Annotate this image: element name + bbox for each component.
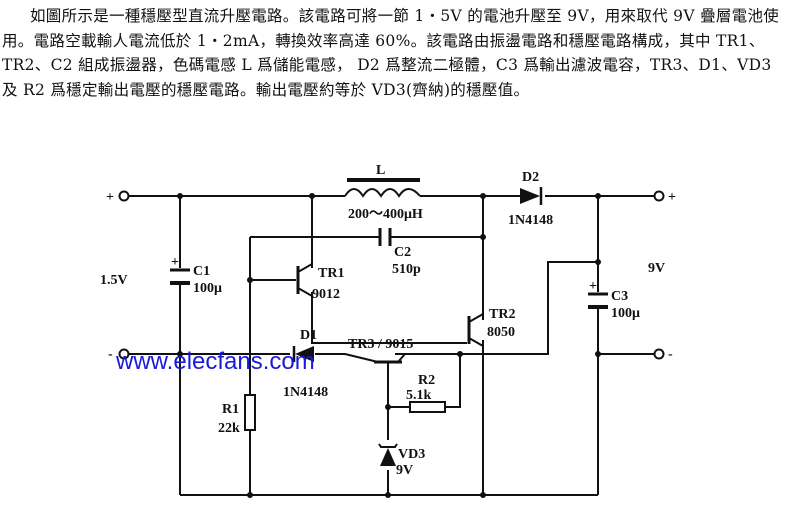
r1-name: R1 xyxy=(222,402,239,417)
r2-name: R2 xyxy=(418,373,435,388)
c3-value: 100μ xyxy=(611,306,640,321)
resistor-R1: R1 22k xyxy=(218,394,256,436)
c1-name: C1 xyxy=(193,264,210,279)
diode-D1: D1 1N4148 xyxy=(283,328,328,400)
output-plus-label: + xyxy=(668,190,676,205)
r1-value: 22k xyxy=(218,421,240,436)
d2-name: D2 xyxy=(522,170,539,185)
tr3-label: TR3 / 9015 xyxy=(348,337,413,352)
inductor-L: L 200～400μH xyxy=(344,163,423,222)
d2-value: 1N4148 xyxy=(508,213,553,228)
resistor-R2: R2 5.1k xyxy=(406,373,446,413)
capacitor-C3: + C3 100μ xyxy=(588,279,640,321)
inductor-value: 200～400μH xyxy=(348,207,423,222)
transistor-TR2: TR2 8050 xyxy=(467,307,515,347)
d1-name: D1 xyxy=(300,328,317,343)
capacitor-C2: C2 510p xyxy=(378,228,421,277)
description-text: 如圖所示是一種穩壓型直流升壓電路。該電路可將一節 1・5V 的電池升壓至 9V，… xyxy=(2,7,780,99)
description-paragraph: 如圖所示是一種穩壓型直流升壓電路。該電路可將一節 1・5V 的電池升壓至 9V，… xyxy=(2,4,784,102)
watermark: www.elecfans.com xyxy=(115,348,315,375)
junction-dots xyxy=(177,193,601,498)
tr2-name: TR2 xyxy=(489,307,515,322)
input-plus-label: + xyxy=(106,190,114,205)
c2-name: C2 xyxy=(394,245,411,260)
svg-text:+: + xyxy=(589,279,597,294)
capacitor-C1: + C1 100μ xyxy=(170,255,222,296)
zener-VD3: VD3 9V xyxy=(378,443,425,478)
tr2-value: 8050 xyxy=(487,325,515,340)
svg-text:+: + xyxy=(171,255,179,270)
r2-value: 5.1k xyxy=(406,388,432,403)
input-voltage-label: 1.5V xyxy=(100,273,128,288)
c3-name: C3 xyxy=(611,289,628,304)
transistor-TR1: TR1 9012 xyxy=(296,263,344,302)
vd3-value: 9V xyxy=(396,463,413,478)
input-minus-label: - xyxy=(108,347,113,362)
tr1-name: TR1 xyxy=(318,266,344,281)
c2-value: 510p xyxy=(392,262,421,277)
terminals: + - + - 1.5V 9V xyxy=(100,190,676,362)
inductor-name: L xyxy=(376,163,385,178)
diode-D2: D2 1N4148 xyxy=(508,170,553,228)
transistor-TR3: TR3 / 9015 xyxy=(344,337,460,364)
tr1-value: 9012 xyxy=(312,287,340,302)
output-minus-label: - xyxy=(668,347,673,362)
d1-value: 1N4148 xyxy=(283,385,328,400)
output-voltage-label: 9V xyxy=(648,261,665,276)
c1-value: 100μ xyxy=(193,281,222,296)
vd3-name: VD3 xyxy=(398,447,425,462)
